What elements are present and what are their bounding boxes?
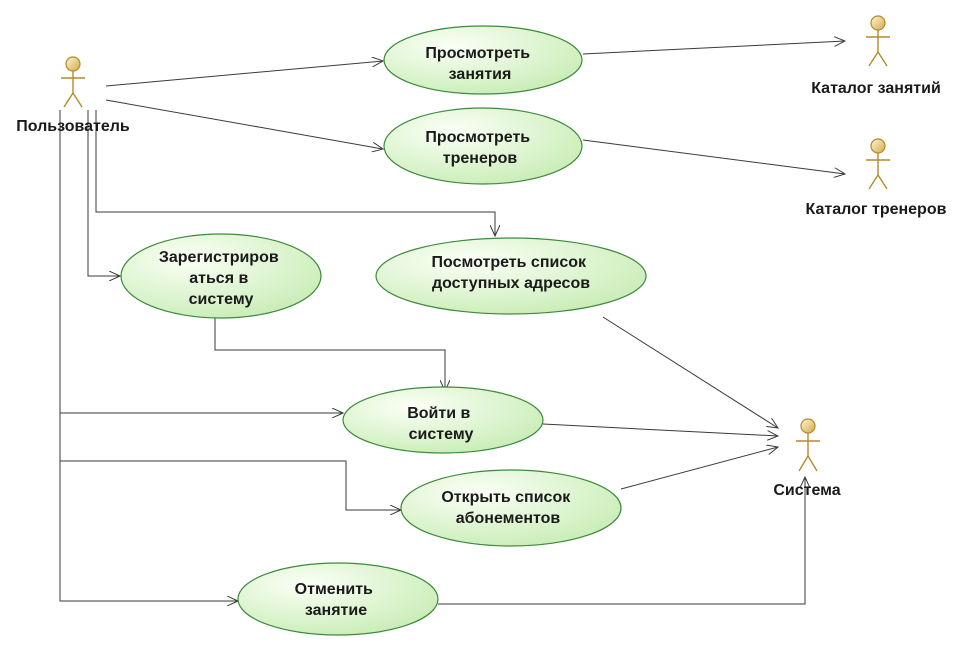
- use-case-view-trainers[interactable]: Просмотреть тренеров: [383, 107, 583, 185]
- actor-trainer-catalog-name: Каталог тренеров: [806, 201, 947, 218]
- assoc-user-register: [87, 110, 120, 276]
- use-case-register-line-3: систему: [189, 291, 254, 308]
- svg-text:Просмотреть занятия: Просмотреть занятия: [425, 45, 534, 83]
- use-case-open-subscriptions-line-1: Открыть список: [441, 489, 571, 506]
- use-case-login-line-2: систему: [409, 426, 474, 443]
- svg-text:Войти в систему: Войти в систему: [407, 405, 475, 443]
- use-case-cancel-class-line-1: Отменить: [295, 581, 373, 598]
- assoc-user-open-subscriptions: [60, 460, 401, 510]
- assoc-user-view-classes: [105, 61, 383, 87]
- use-case-login[interactable]: Войти в систему: [342, 386, 544, 454]
- assoc-user-cancel-class: [59, 413, 238, 601]
- assoc-user-view-addresses: [95, 110, 495, 236]
- use-case-register-line-2: аться в: [189, 270, 248, 287]
- actor-system-name: Система: [773, 482, 840, 499]
- use-case-view-addresses-line-2: доступных адресов: [432, 275, 590, 292]
- assoc-open-subscriptions-system: [620, 447, 778, 490]
- assoc-register-login: [214, 318, 445, 391]
- use-case-view-trainers-line-1: Просмотреть: [425, 129, 530, 146]
- assoc-view-addresses-system: [602, 316, 778, 428]
- use-case-view-trainers-line-2: тренеров: [443, 150, 518, 167]
- use-case-view-classes-line-1: Просмотреть: [425, 45, 530, 62]
- associations: [59, 41, 845, 605]
- actor-system[interactable]: Система: [773, 418, 841, 499]
- assoc-cancel-class-system: [438, 477, 805, 605]
- use-case-view-addresses[interactable]: Посмотреть список доступных адресов: [375, 237, 647, 315]
- use-case-view-addresses-line-1: Посмотреть список: [432, 254, 587, 271]
- stick-figure-icon: [866, 15, 890, 67]
- svg-text:Посмотреть список доступ: Посмотреть список доступных адресов: [432, 254, 591, 292]
- use-case-cancel-class[interactable]: Отменить занятие: [237, 562, 439, 636]
- use-case-login-line-1: Войти в: [407, 405, 470, 422]
- actor-class-catalog-name: Каталог занятий: [811, 80, 941, 97]
- actor-user-name: Пользователь: [16, 118, 130, 135]
- use-case-open-subscriptions[interactable]: Открыть список абонементов: [400, 469, 622, 547]
- svg-text:Просмотреть тренеров: Просмотреть тренеров: [425, 129, 534, 167]
- use-case-register-line-1: Зарегистриров: [159, 249, 279, 266]
- assoc-view-classes-class-catalog: [582, 41, 845, 55]
- use-case-cancel-class-line-2: занятие: [305, 602, 367, 619]
- stick-figure-icon: [866, 138, 890, 190]
- use-case-open-subscriptions-line-2: абонементов: [456, 510, 561, 527]
- assoc-view-trainers-trainer-catalog: [582, 139, 845, 174]
- assoc-login-system: [542, 423, 778, 436]
- svg-text:Открыть список абонемент: Открыть список абонементов: [441, 489, 574, 527]
- stick-figure-icon: [61, 56, 85, 108]
- svg-text:Зарегистриров аться в: Зарегистриров аться в систему: [159, 249, 283, 308]
- use-case-view-classes[interactable]: Просмотреть занятия: [383, 25, 583, 95]
- actor-class-catalog[interactable]: Каталог занятий: [811, 15, 941, 97]
- actor-trainer-catalog[interactable]: Каталог тренеров: [806, 138, 947, 218]
- assoc-user-view-trainers: [105, 99, 383, 149]
- svg-text:Отменить занятие: Отменить занятие: [295, 581, 378, 619]
- actor-user[interactable]: Пользователь: [16, 56, 130, 135]
- use-case-view-classes-line-2: занятия: [449, 66, 512, 83]
- use-case-register[interactable]: Зарегистриров аться в систему: [120, 233, 322, 319]
- stick-figure-icon: [796, 418, 820, 472]
